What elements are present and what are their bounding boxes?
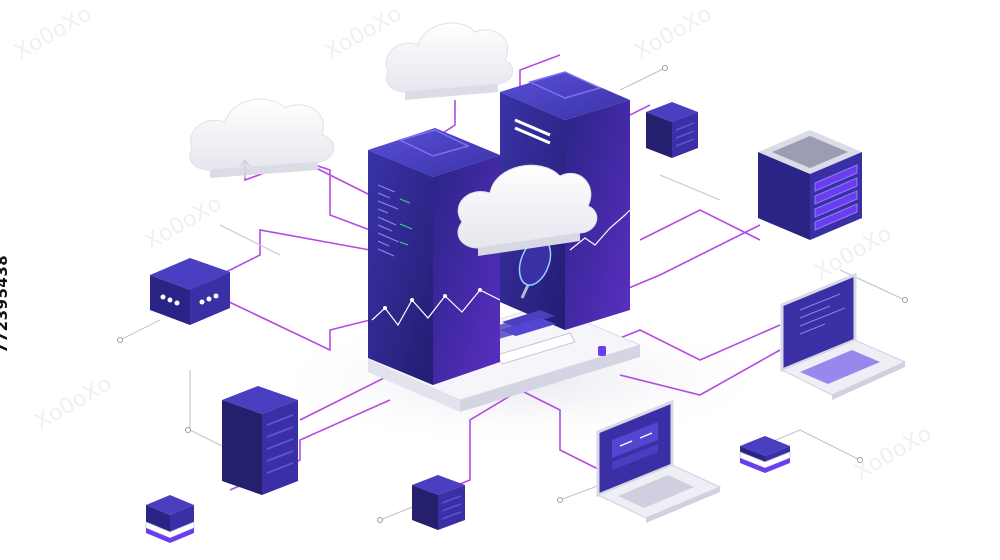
stock-id-label: 772395438 xyxy=(0,254,11,354)
server-tower-back xyxy=(500,71,631,330)
storage-stack-icon xyxy=(739,436,791,473)
server-cube-icon xyxy=(412,475,465,530)
upload-arrow-icon xyxy=(240,158,250,178)
cloud-icon xyxy=(385,22,514,100)
cloud-icon xyxy=(457,164,598,256)
laptop-icon xyxy=(780,272,907,400)
server-cube-icon xyxy=(646,102,698,158)
laptop-icon xyxy=(596,399,722,523)
line-endpoints xyxy=(117,65,908,523)
connector-icon xyxy=(598,346,606,356)
chat-box-icon xyxy=(150,258,230,325)
server-rack-icon xyxy=(222,386,298,495)
storage-stack-icon xyxy=(145,495,195,543)
cloud-icon xyxy=(189,98,334,178)
server-chips xyxy=(500,310,556,336)
server-tower-front xyxy=(368,128,501,385)
server-rack-icon xyxy=(758,130,862,240)
